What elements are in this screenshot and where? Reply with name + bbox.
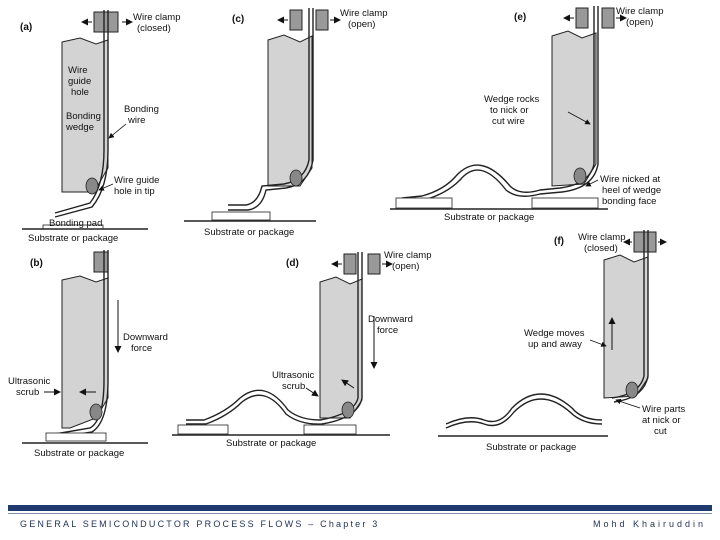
- wire-clamp-label-e: Wire clamp(open): [616, 6, 664, 28]
- bonding-wire-e: [401, 6, 595, 199]
- bonding-wedge-b: [61, 275, 109, 429]
- bonding-pad-label: Bonding pad: [49, 218, 102, 229]
- substrate-label-d: Substrate or package: [226, 438, 316, 449]
- wire-clamp-label-c: Wire clamp(open): [340, 8, 388, 30]
- wire-clamp-label-d: Wire clamp(open): [384, 250, 432, 272]
- bond-pad-c: [211, 211, 271, 221]
- bond-pad-e-right: [531, 197, 599, 209]
- substrate-label-e: Substrate or package: [444, 212, 534, 223]
- bonding-wedge-d: [319, 276, 363, 419]
- substrate-label-b: Substrate or package: [34, 448, 124, 459]
- remaining-wire-f: [445, 393, 603, 425]
- panel-b-tag: (b): [30, 258, 43, 269]
- panel-f-tag: (f): [554, 236, 564, 247]
- panel-e-tag: (e): [514, 12, 526, 23]
- footer-bar: [8, 505, 712, 511]
- bonding-wedge-c: [267, 34, 313, 187]
- substrate-label-a: Substrate or package: [28, 233, 118, 244]
- wire-clamp-b: [93, 251, 109, 273]
- bond-pad-e-left: [395, 197, 453, 209]
- footer-author: Mohd Khairuddin: [592, 519, 706, 529]
- bonding-wire-d: [186, 252, 359, 421]
- bonding-wedge-e: [551, 30, 597, 187]
- bonding-wire: [54, 10, 105, 214]
- panel-d-tag: (d): [286, 258, 299, 269]
- bond-pad-b: [45, 432, 107, 442]
- wire-clamp-open-d: [343, 253, 357, 275]
- substrate-label-c: Substrate or package: [204, 227, 294, 238]
- panel-c: (c) Wire clamp(open) Substrate or packag…: [184, 8, 388, 238]
- bonding-wedge-f: [603, 254, 649, 399]
- wire-clamp-label-f: Wire clamp(closed): [578, 232, 626, 254]
- footer-title: GENERAL SEMICONDUCTOR PROCESS FLOWS – Ch…: [20, 519, 380, 529]
- footer-rule: [8, 513, 712, 514]
- slide-footer: GENERAL SEMICONDUCTOR PROCESS FLOWS – Ch…: [0, 505, 720, 540]
- wire-clamp-open-e: [575, 7, 589, 29]
- panel-c-tag: (c): [232, 14, 244, 25]
- wire-clamp-open-c: [289, 9, 303, 31]
- wire-clamp-closed-f: [633, 231, 657, 253]
- bonding-wire-c: [228, 8, 310, 206]
- wire-clamp-closed: [93, 11, 119, 33]
- wire-clamp-label-a: Wire clamp(closed): [133, 12, 181, 34]
- panel-a-tag: (a): [20, 22, 32, 33]
- bond-pad-d-left: [177, 424, 229, 435]
- bond-pad-d-right: [303, 424, 357, 435]
- substrate-label-f: Substrate or package: [486, 442, 576, 453]
